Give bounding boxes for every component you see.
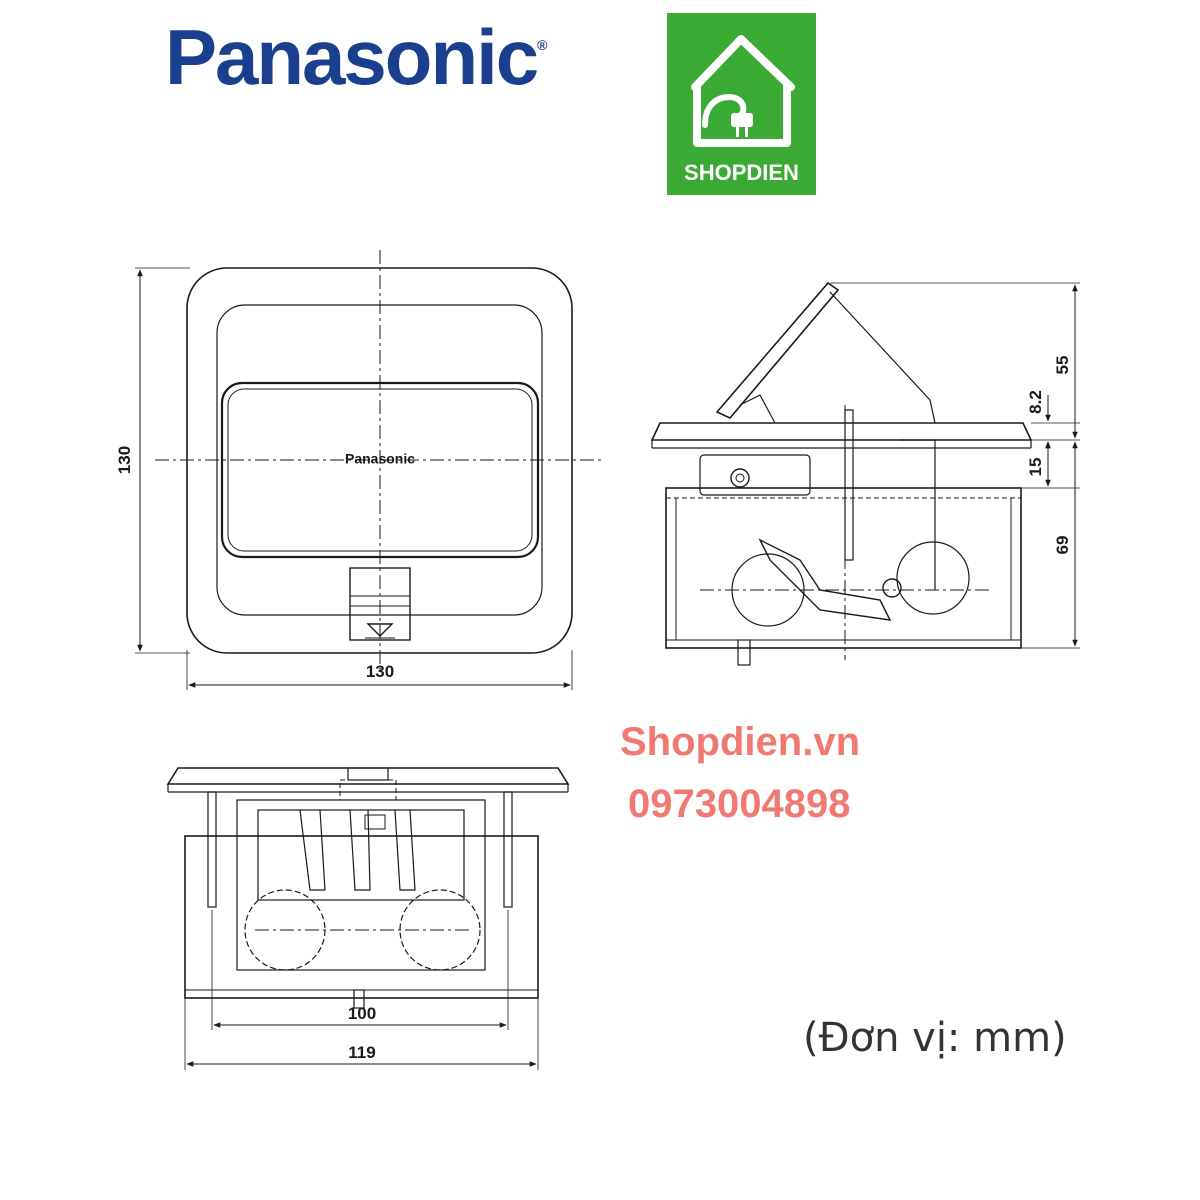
- side-view-lever-screw-icon: [882, 578, 902, 598]
- front-view-top-plate: [166, 767, 570, 785]
- front-view-latch: [347, 767, 389, 781]
- front-view: [166, 767, 570, 1070]
- unit-note: (Đơn vị: mm): [803, 1015, 1067, 1061]
- shopdien-logo: SHOPDIEN: [667, 13, 816, 195]
- side-view: [650, 281, 1080, 666]
- dimension-100-label: 100: [348, 1004, 376, 1023]
- side-view-bottom-screw-icon: [737, 639, 751, 666]
- dimension-15-label: 15: [1026, 458, 1045, 477]
- down-arrow-icon: [366, 623, 394, 637]
- front-view-left-screw: [207, 791, 217, 908]
- dimension-55-label: 55: [1053, 356, 1072, 375]
- front-view-inner-housing: [236, 799, 486, 971]
- top-view-width-label: 130: [366, 662, 394, 681]
- dimension-69-label: 69: [1053, 536, 1072, 555]
- dimension-8-2-label: 8.2: [1026, 390, 1045, 414]
- side-view-latch-lever: [758, 538, 892, 621]
- top-view: [135, 250, 605, 690]
- front-view-bottom-screw-icon: [353, 989, 365, 1009]
- top-view-height-label: 130: [115, 446, 134, 474]
- cover-brand-label: Panasonic: [345, 451, 415, 467]
- shopdien-logo-text: SHOPDIEN: [684, 160, 799, 185]
- front-view-outlet-right: [399, 889, 481, 971]
- dimension-119-label: 119: [348, 1043, 375, 1062]
- side-view-open-lid: [715, 281, 840, 419]
- side-view-hinge-screw-icon: [730, 468, 750, 488]
- front-view-box-body: [184, 835, 539, 999]
- front-view-right-screw: [503, 791, 513, 908]
- panasonic-logo: Panasonic®: [165, 18, 548, 96]
- contact-phone: 0973004898: [628, 782, 851, 826]
- side-view-box-body: [665, 487, 1022, 649]
- house-plug-icon: [691, 35, 795, 147]
- contact-website: Shopdien.vn: [620, 720, 860, 764]
- side-view-outlet-right: [896, 541, 970, 615]
- registered-mark-icon: ®: [537, 37, 547, 53]
- panasonic-logo-text: Panasonic: [165, 13, 539, 101]
- side-view-top-plate: [650, 422, 1033, 441]
